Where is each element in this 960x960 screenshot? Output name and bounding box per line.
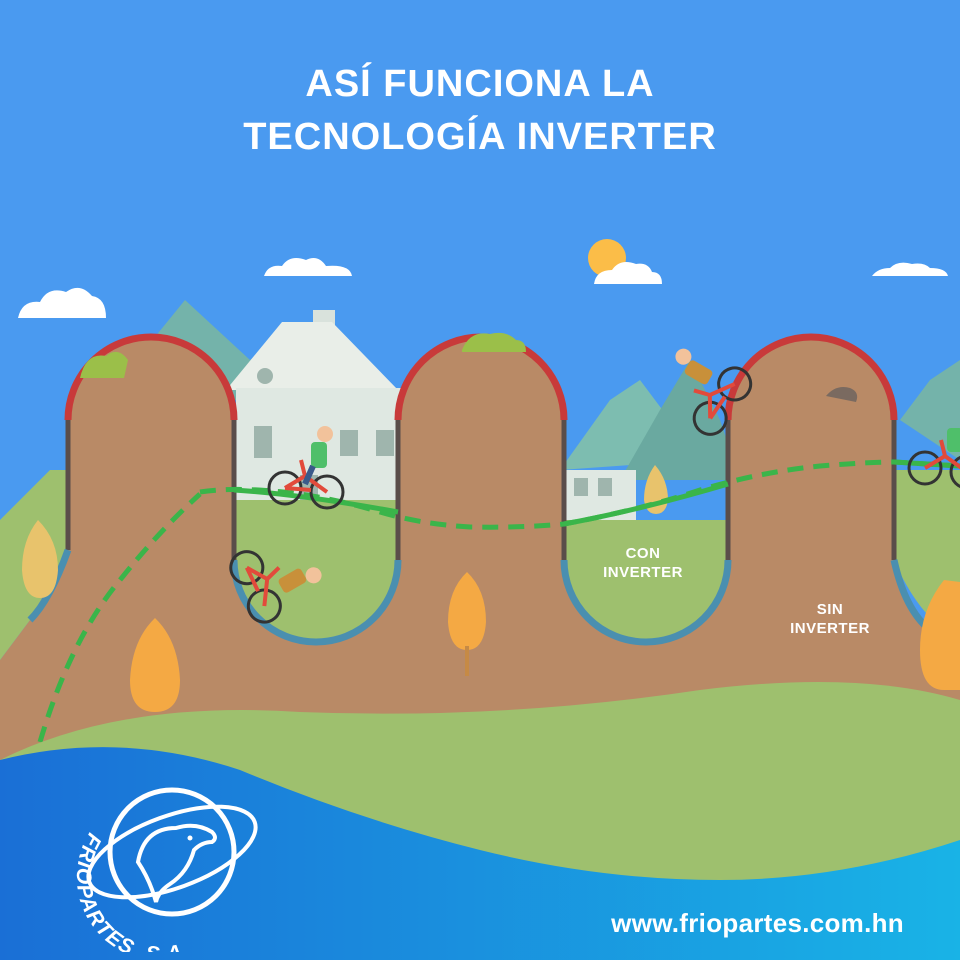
dirt-ground: [0, 337, 960, 760]
con-inverter-label: CON INVERTER: [583, 544, 703, 582]
sin-label-line-1: SIN: [816, 601, 844, 618]
polar-bear-logo: FRIOPARTES, S.A.: [72, 787, 258, 952]
cloud-icon: [264, 258, 352, 276]
sin-label-line-2: INVERTER: [790, 620, 870, 637]
inverter-path-solid: [233, 459, 960, 527]
non-inverter-path: [37, 492, 202, 743]
website-url[interactable]: www.friopartes.com.hn: [611, 908, 904, 938]
blue-wave: [0, 747, 960, 960]
bushes: [80, 332, 526, 378]
tree: [130, 618, 180, 712]
title-line-1: ASÍ FUNCIONA LA: [305, 63, 655, 105]
cloud-icon: [594, 262, 662, 284]
tree: [448, 572, 486, 676]
cyclist-icon: [675, 348, 753, 436]
tree: [920, 580, 960, 690]
cloud-icon: [18, 287, 106, 318]
title-line-2: TECNOLOGÍA INVERTER: [243, 116, 717, 158]
valley-2: [564, 520, 728, 642]
page-title: ASÍ FUNCIONA LA TECNOLOGÍA INVERTER: [0, 58, 960, 164]
sin-inverter-label: SIN INVERTER: [770, 600, 890, 638]
rock: [826, 387, 858, 402]
cloud-icon: [872, 262, 948, 276]
hill-walls: [65, 420, 897, 560]
con-label-line-1: CON: [625, 545, 661, 562]
tree: [22, 520, 58, 598]
con-label-line-2: INVERTER: [603, 564, 683, 581]
cyclist-icon: [907, 428, 960, 489]
cyclist-icon: [267, 426, 345, 510]
cyclist-icon: [229, 550, 322, 624]
